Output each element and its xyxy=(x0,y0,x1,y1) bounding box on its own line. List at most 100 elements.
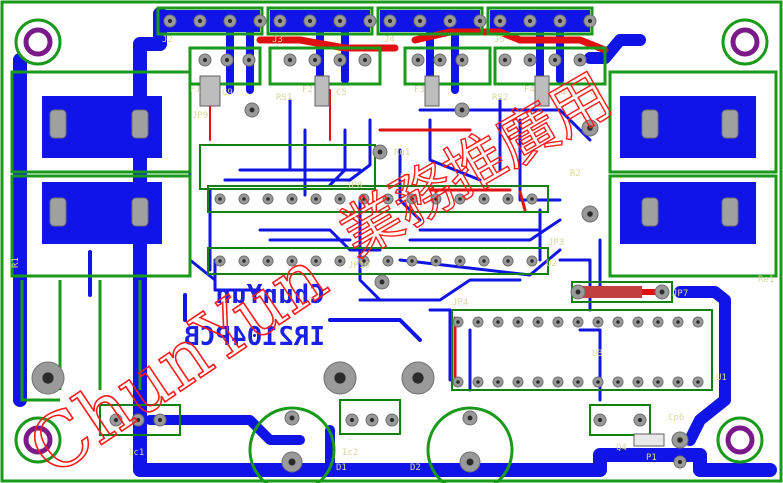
pad-hole xyxy=(506,259,510,263)
pad-hole xyxy=(458,259,462,263)
pad-hole xyxy=(536,320,540,324)
pad-hole xyxy=(596,320,600,324)
pad-hole xyxy=(218,197,222,201)
label-u1: U1 xyxy=(716,373,727,383)
pad-hole xyxy=(202,57,208,63)
pad-hole xyxy=(257,18,263,24)
pad-hole xyxy=(536,380,540,384)
pad-hole xyxy=(367,18,373,24)
pad-hole xyxy=(467,415,473,421)
resistor-f4 xyxy=(534,75,550,107)
pad-hole xyxy=(637,417,643,423)
label-jp8: JP8 xyxy=(346,181,362,191)
resistor-f1 xyxy=(199,75,221,107)
pad-hole xyxy=(113,417,119,423)
mount-hole-bottom-left xyxy=(14,416,62,464)
pad-hole xyxy=(527,57,533,63)
pad-hole xyxy=(616,380,620,384)
pad-hole xyxy=(266,197,270,201)
label-jp7: JP7 xyxy=(672,289,688,299)
pad-hole xyxy=(516,320,520,324)
pad-hole xyxy=(314,197,318,201)
pad-hole xyxy=(556,320,560,324)
label-d1: D1 xyxy=(336,463,347,473)
pad-hole xyxy=(496,380,500,384)
pad-hole xyxy=(476,320,480,324)
label-u2: U2 xyxy=(546,259,557,269)
pad-hole xyxy=(676,380,680,384)
pad-hole xyxy=(576,320,580,324)
label-rs1: RS1 xyxy=(276,93,292,103)
pad-hole xyxy=(476,380,480,384)
pad-hole xyxy=(369,417,375,423)
pad-hole xyxy=(696,320,700,324)
pad-hole xyxy=(312,57,318,63)
pad-hole xyxy=(242,259,246,263)
pad-hole xyxy=(556,380,560,384)
pad-hole xyxy=(197,18,203,24)
mount-hole-bottom-right xyxy=(716,416,764,464)
label-ic1: Ic1 xyxy=(128,448,144,458)
pad-hole xyxy=(337,57,343,63)
label-f1: F1 xyxy=(190,85,201,95)
pad-hole xyxy=(482,197,486,201)
pad-hole xyxy=(530,197,534,201)
pad-hole xyxy=(456,320,460,324)
pad-hole xyxy=(434,197,438,201)
pad-hole xyxy=(227,18,233,24)
pad-hole xyxy=(337,18,343,24)
pad-hole xyxy=(288,458,296,466)
pad-hole xyxy=(557,18,563,24)
pad-hole xyxy=(676,320,680,324)
power-terminal xyxy=(641,109,659,139)
pad-hole xyxy=(496,320,500,324)
pad-hole xyxy=(587,211,593,217)
pad-hole xyxy=(459,57,465,63)
pad-hole xyxy=(527,18,533,24)
pad-hole xyxy=(290,259,294,263)
pad-hole xyxy=(410,197,414,201)
pad-hole xyxy=(386,259,390,263)
pad-hole xyxy=(287,57,293,63)
label-ic2: Ic2 xyxy=(342,448,358,458)
pad-hole xyxy=(246,57,252,63)
pad-hole xyxy=(597,417,603,423)
label-jp4: JP4 xyxy=(452,298,468,308)
pad-hole xyxy=(307,18,313,24)
mount-hole-top-right xyxy=(721,18,769,66)
pad-hole xyxy=(434,259,438,263)
pad-hole xyxy=(587,18,593,24)
pad-hole xyxy=(696,380,700,384)
pad-hole xyxy=(636,380,640,384)
power-terminal xyxy=(131,197,149,227)
pad-hole xyxy=(379,279,385,285)
label-f4: F4 xyxy=(524,85,535,95)
pad-hole xyxy=(466,458,474,466)
label-d2: D2 xyxy=(410,463,421,473)
pad-hole xyxy=(412,372,424,384)
label-jp3: JP3 xyxy=(548,238,564,248)
pad-hole xyxy=(277,18,283,24)
pad-hole xyxy=(437,57,443,63)
pad-hole xyxy=(334,372,346,384)
pad-hole xyxy=(456,380,460,384)
mount-hole-top-left xyxy=(14,18,62,66)
pad-hole xyxy=(218,259,222,263)
pad-hole xyxy=(530,259,534,263)
label-q4: Q4 xyxy=(616,443,627,453)
mounting-holes xyxy=(14,18,769,464)
pad-hole xyxy=(362,197,366,201)
label-r2: R2 xyxy=(570,169,581,179)
label-j2: J2 xyxy=(162,35,173,45)
label-j5: J5 xyxy=(494,35,505,45)
label-rs3: RS3 xyxy=(400,173,416,183)
label-u3: U3 xyxy=(592,349,603,359)
pad-hole xyxy=(482,259,486,263)
label-rs2: RS2 xyxy=(492,93,508,103)
pad-hole xyxy=(290,197,294,201)
pad-hole xyxy=(417,18,423,24)
mirrored-board-id: IR2104PCB xyxy=(184,322,325,352)
pad-hole xyxy=(338,197,342,201)
label-f3: F3 xyxy=(414,85,425,95)
pad-hole xyxy=(157,417,163,423)
